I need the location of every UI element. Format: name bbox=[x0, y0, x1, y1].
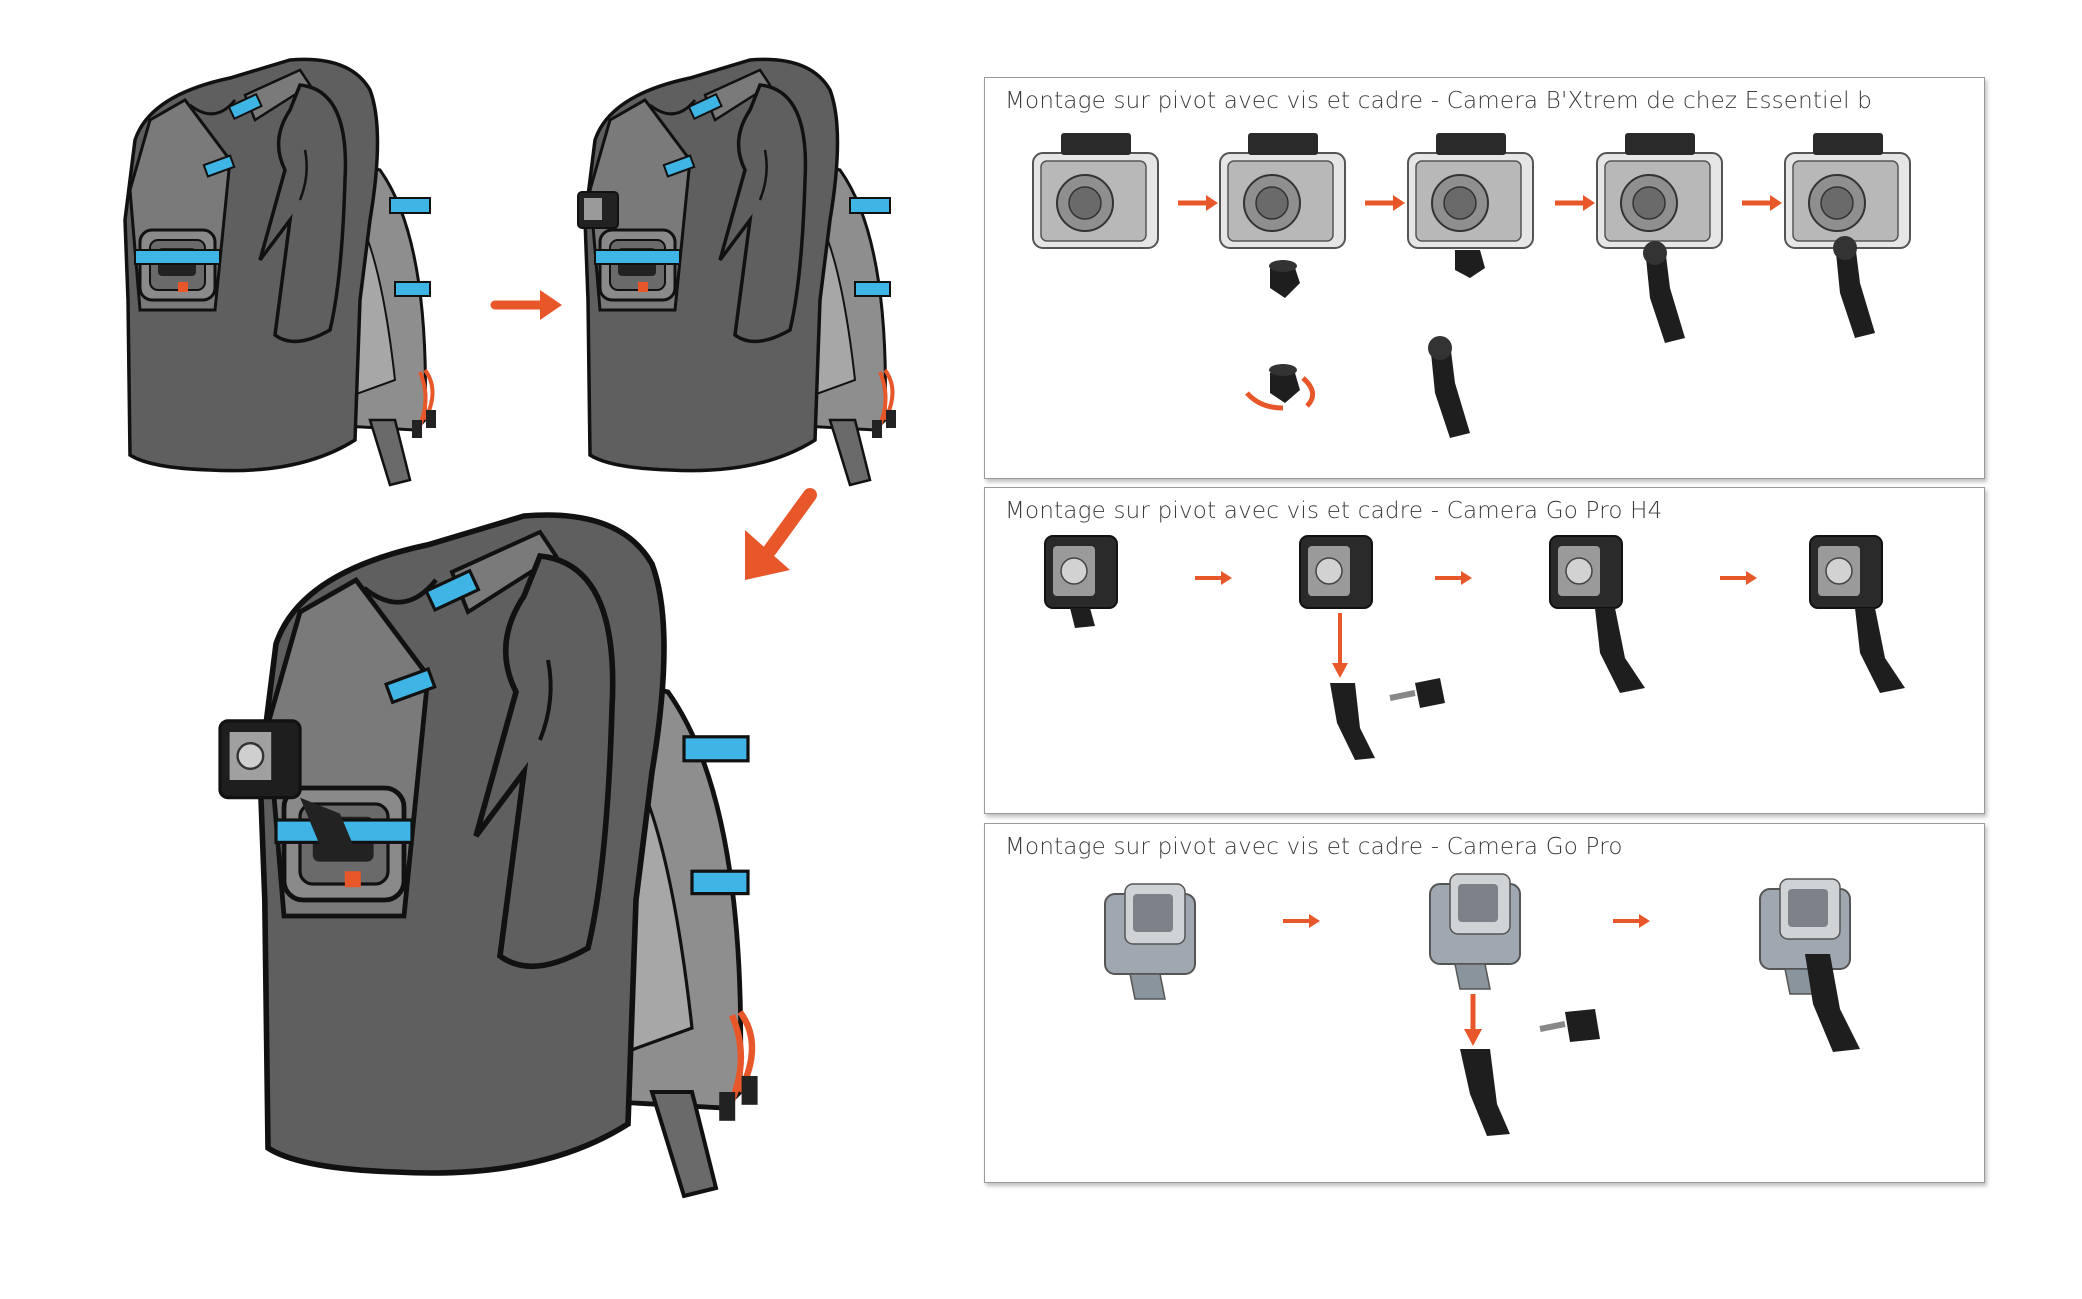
step-arrow bbox=[1178, 195, 1218, 211]
bxtrem-step-5 bbox=[1784, 132, 1911, 338]
bxtrem-step-2 bbox=[1219, 132, 1346, 298]
h4-step-1 bbox=[1044, 535, 1118, 628]
bxtrem-step-1 bbox=[1032, 132, 1159, 249]
panel-title: Montage sur pivot avec vis et cadre - Ca… bbox=[1005, 498, 1663, 524]
backpack-step-1 bbox=[123, 57, 438, 487]
step-arrow bbox=[1281, 912, 1322, 930]
bxtrem-step-4 bbox=[1596, 132, 1723, 343]
backpack-step-3-large bbox=[218, 515, 758, 1196]
step-arrow bbox=[1193, 569, 1234, 587]
step-arrow bbox=[1611, 912, 1652, 930]
arrow-down-left bbox=[745, 488, 817, 580]
panel-title: Montage sur pivot avec vis et cadre - Ca… bbox=[1005, 88, 1872, 114]
gopro-h4-steps bbox=[1044, 535, 1905, 760]
h4-step-2 bbox=[1299, 535, 1445, 760]
panel-bxtrem: Montage sur pivot avec vis et cadre - Ca… bbox=[984, 77, 1985, 479]
arrow-right-1 bbox=[490, 290, 562, 320]
panel-gopro: Montage sur pivot avec vis et cadre - Ca… bbox=[984, 823, 1985, 1183]
step-arrow bbox=[1555, 195, 1595, 211]
backpack-illustrations bbox=[123, 57, 898, 1299]
step-arrow bbox=[1365, 195, 1405, 211]
screw-rotate-detail bbox=[1245, 364, 1316, 411]
step-arrow bbox=[1742, 195, 1782, 211]
gopro-step-1 bbox=[1104, 883, 1196, 1000]
gopro-steps bbox=[1104, 873, 1860, 1136]
gopro-step-3 bbox=[1759, 878, 1860, 1052]
gopro-step-2 bbox=[1429, 873, 1600, 1136]
pivot-detail bbox=[1428, 336, 1470, 438]
bxtrem-steps bbox=[1032, 132, 1911, 438]
panel-title: Montage sur pivot avec vis et cadre - Ca… bbox=[1005, 834, 1623, 860]
bxtrem-step-3 bbox=[1407, 132, 1534, 278]
panel-gopro-h4: Montage sur pivot avec vis et cadre - Ca… bbox=[984, 487, 1985, 814]
step-arrow bbox=[1433, 569, 1474, 587]
h4-step-3 bbox=[1549, 535, 1645, 693]
h4-step-4 bbox=[1809, 535, 1905, 693]
backpack-step-2 bbox=[577, 57, 898, 487]
step-arrow bbox=[1718, 569, 1759, 587]
